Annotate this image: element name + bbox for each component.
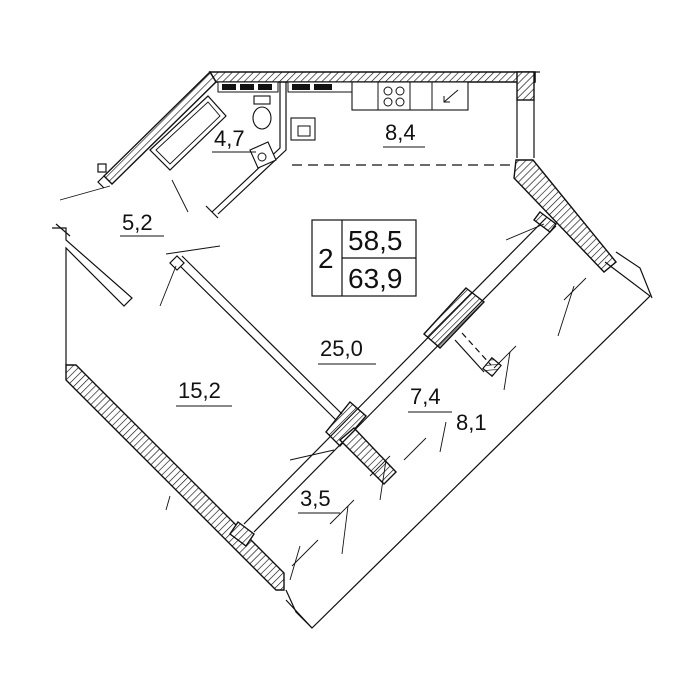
ventilation-icon [443,89,459,103]
loggia-large-area-label: 8,1 [456,410,487,435]
loggia-small-area-label: 3,5 [300,486,331,511]
living-area: 58,5 [348,225,403,256]
stove-icon [383,86,405,107]
bearing-walls [65,70,617,591]
diagonal-wall-left [103,70,217,185]
doors [59,179,587,581]
living-room-area-label: 25,0 [320,336,363,361]
bathroom-area-label: 4,7 [214,126,245,151]
bathroom-sink-icon [249,141,277,169]
toilet-icon [252,95,272,130]
total-area: 63,9 [348,263,403,294]
bedroom-outer-wall [65,364,285,591]
walls-and-windows [52,71,653,629]
kitchen-area-label: 8,4 [385,120,416,145]
fixtures [149,81,469,171]
pillar-1 [423,287,486,349]
pillar-2 [325,400,367,448]
pillar-4 [229,520,255,548]
hall-area-label: 5,2 [122,210,153,235]
kitchen-counter [217,81,469,111]
corner-column [516,71,535,101]
pillar-3 [338,427,397,485]
top-wall [208,71,536,83]
rooms-count: 2 [318,243,334,274]
diagonal-wall-right [513,159,617,273]
room-labels: 5,2 4,7 8,4 25,0 15,2 3,5 7,4 8,1 [120,120,487,514]
pillar-small [482,356,502,378]
apartment-summary: 2 58,5 63,9 [311,219,417,297]
bedroom-area-label: 15,2 [178,378,221,403]
bathtub-icon [149,95,227,171]
loggia-middle-area-label: 7,4 [410,384,441,409]
kitchen-sink-icon [290,117,316,141]
